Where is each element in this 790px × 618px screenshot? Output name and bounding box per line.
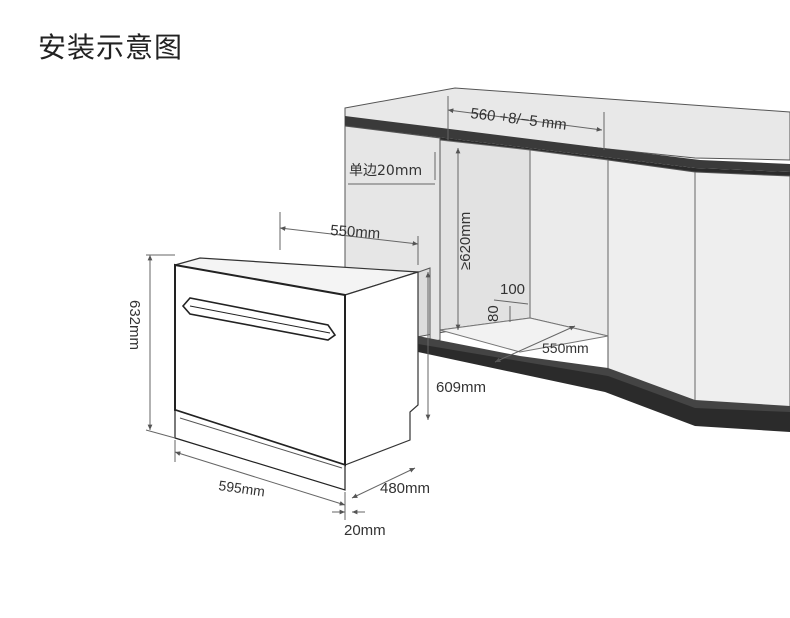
dim-door-gap: 20mm <box>344 522 386 539</box>
dim-appliance-height: 632mm <box>126 300 143 350</box>
page-title: 安装示意图 <box>38 31 184 64</box>
dim-cabinet-height: ≥620mm <box>457 212 474 270</box>
dim-appliance-depth: 480mm <box>380 480 430 497</box>
niche-inner-right <box>529 149 609 337</box>
dim-step-width: 100 <box>500 281 525 298</box>
dim-cabinet-depth: 550mm <box>542 340 589 356</box>
dim-appliance-width: 595mm <box>218 477 266 499</box>
dimension-lines <box>145 96 605 520</box>
dishwasher <box>174 257 419 491</box>
niche-inner-left <box>439 139 531 331</box>
door-handle-bar <box>189 305 331 334</box>
cabinet-right-body <box>607 159 790 413</box>
dishwasher-side <box>344 271 419 466</box>
dim-step-height: 80 <box>485 305 502 322</box>
dim-appliance-side-height: 609mm <box>436 379 486 396</box>
countertop-edge <box>345 116 790 184</box>
dim-appliance-top-depth: 550mm <box>330 222 381 242</box>
dim-side-gap: 单边20mm <box>349 163 422 179</box>
